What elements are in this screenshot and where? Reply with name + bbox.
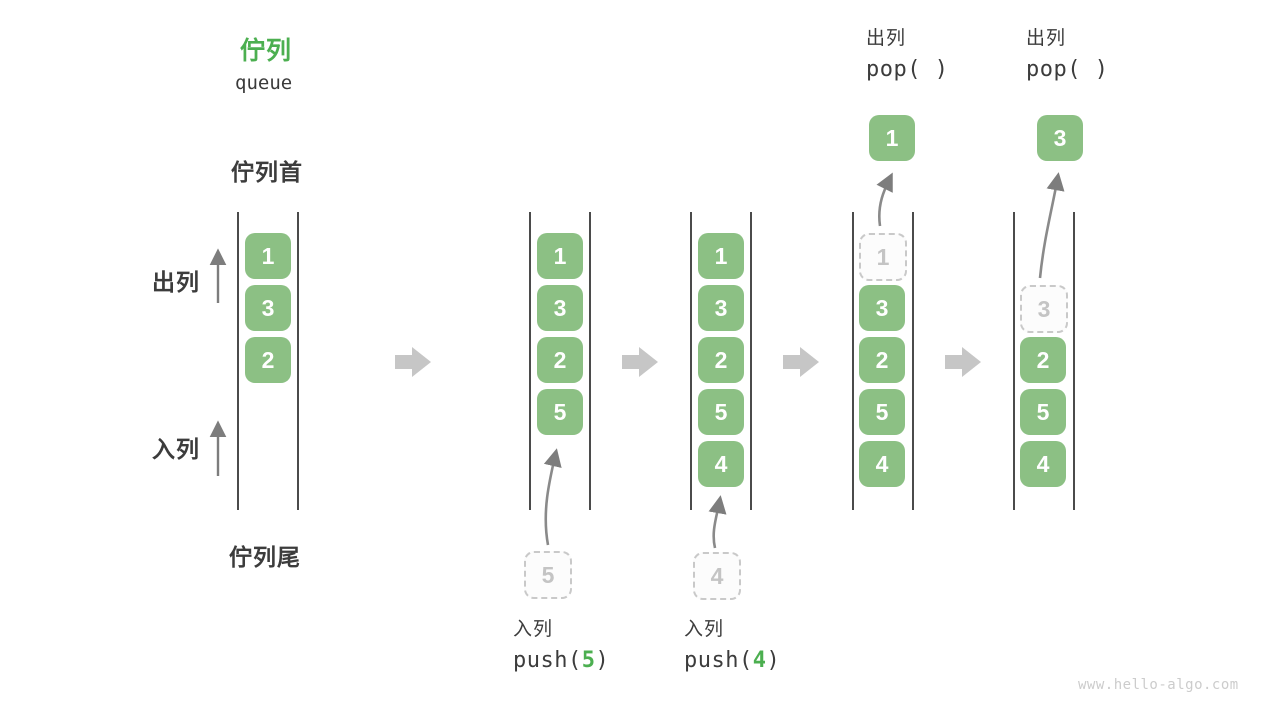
transition-arrow-3 bbox=[783, 347, 819, 377]
push-arg: 5 bbox=[581, 648, 596, 673]
push-op-label: 入列 push(4) bbox=[684, 620, 780, 672]
queue-front-label: 佇列首 bbox=[231, 159, 303, 185]
pop-label-zh: 出列 bbox=[1026, 28, 1067, 49]
queue-wall-left bbox=[529, 212, 531, 510]
push-5-arrow bbox=[543, 448, 562, 546]
transition-arrow-2 bbox=[622, 347, 658, 377]
push-fn-text: push(5) bbox=[513, 648, 610, 673]
queue-element: 1 bbox=[698, 233, 744, 279]
queue-tail-label: 佇列尾 bbox=[229, 544, 301, 570]
ghost-element: 3 bbox=[1020, 285, 1068, 333]
pop-3-arrow bbox=[1038, 172, 1065, 279]
push-label-zh: 入列 bbox=[684, 619, 725, 640]
queue-element: 2 bbox=[537, 337, 583, 383]
watermark: www.hello-algo.com bbox=[1078, 677, 1239, 693]
push-arg: 4 bbox=[752, 648, 767, 673]
diagram-title-en: queue bbox=[235, 72, 293, 94]
queue-element: 2 bbox=[698, 337, 744, 383]
queue-element: 2 bbox=[859, 337, 905, 383]
queue-element: 3 bbox=[537, 285, 583, 331]
queue-wall-right bbox=[750, 212, 752, 510]
queue-wall-right bbox=[912, 212, 914, 510]
pop-fn-text: pop( ) bbox=[866, 57, 949, 82]
queue-element: 3 bbox=[245, 285, 291, 331]
ghost-element: 1 bbox=[859, 233, 907, 281]
push-op-label: 入列 push(5) bbox=[513, 620, 609, 672]
queue-element: 2 bbox=[245, 337, 291, 383]
queue-element: 4 bbox=[859, 441, 905, 487]
pop-label-zh: 出列 bbox=[866, 28, 907, 49]
push-4-arrow bbox=[708, 495, 727, 549]
side-enqueue-label: 入列 bbox=[152, 436, 200, 462]
queue-element: 2 bbox=[1020, 337, 1066, 383]
queue-element: 1 bbox=[245, 233, 291, 279]
queue-wall-right bbox=[297, 212, 299, 510]
queue-wall-left bbox=[1013, 212, 1015, 510]
queue-element: 5 bbox=[859, 389, 905, 435]
pop-1-arrow bbox=[876, 172, 893, 227]
queue-wall-right bbox=[1073, 212, 1075, 510]
staged-element: 4 bbox=[693, 552, 741, 600]
queue-element: 5 bbox=[537, 389, 583, 435]
queue-element: 4 bbox=[698, 441, 744, 487]
queue-wall-left bbox=[690, 212, 692, 510]
queue-element: 5 bbox=[1020, 389, 1066, 435]
queue-element: 3 bbox=[859, 285, 905, 331]
queue-element: 5 bbox=[698, 389, 744, 435]
popped-element: 1 bbox=[869, 115, 915, 161]
staged-element: 5 bbox=[524, 551, 572, 599]
queue-element: 3 bbox=[698, 285, 744, 331]
push-fn-text: push(4) bbox=[684, 648, 781, 673]
diagram-title-zh: 佇列 bbox=[240, 37, 293, 65]
queue-wall-left bbox=[852, 212, 854, 510]
pop-fn-text: pop( ) bbox=[1026, 57, 1109, 82]
side-dequeue-label: 出列 bbox=[152, 269, 200, 295]
queue-wall-right bbox=[589, 212, 591, 510]
push-label-zh: 入列 bbox=[513, 619, 554, 640]
transition-arrow-4 bbox=[945, 347, 981, 377]
queue-wall-left bbox=[237, 212, 239, 510]
transition-arrow-1 bbox=[395, 347, 431, 377]
popped-element: 3 bbox=[1037, 115, 1083, 161]
pop-op-label: 出列 pop( ) bbox=[866, 29, 948, 81]
pop-op-label: 出列 pop( ) bbox=[1026, 29, 1108, 81]
queue-element: 1 bbox=[537, 233, 583, 279]
queue-element: 4 bbox=[1020, 441, 1066, 487]
